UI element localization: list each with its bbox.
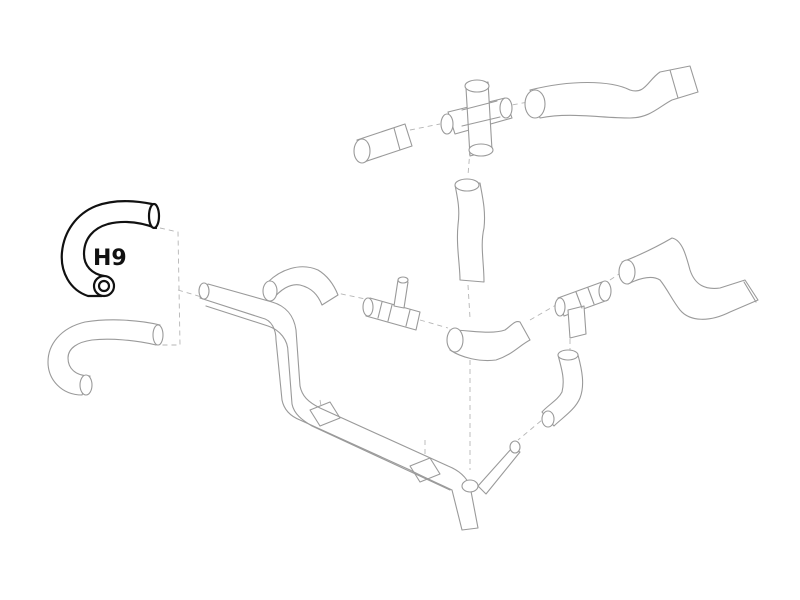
- hose-lower-left: [47, 319, 164, 396]
- part-callout-label: H9: [93, 246, 127, 271]
- highlighted-hose-h9: [60, 200, 161, 298]
- hose-middle-left: [262, 266, 339, 306]
- vertical-hose: [454, 178, 486, 283]
- leader-lines: [159, 101, 623, 470]
- hose-top-right: [524, 65, 699, 119]
- valve-fitting: [362, 276, 421, 331]
- cross-fitting: [440, 79, 513, 157]
- pipe-assembly: [198, 282, 521, 531]
- hose-right-lower: [541, 349, 584, 428]
- t-fitting-right: [554, 280, 612, 339]
- elbow-hose-middle: [446, 321, 531, 362]
- hose-right-large: [618, 237, 759, 320]
- small-hose-top-left: [353, 123, 413, 164]
